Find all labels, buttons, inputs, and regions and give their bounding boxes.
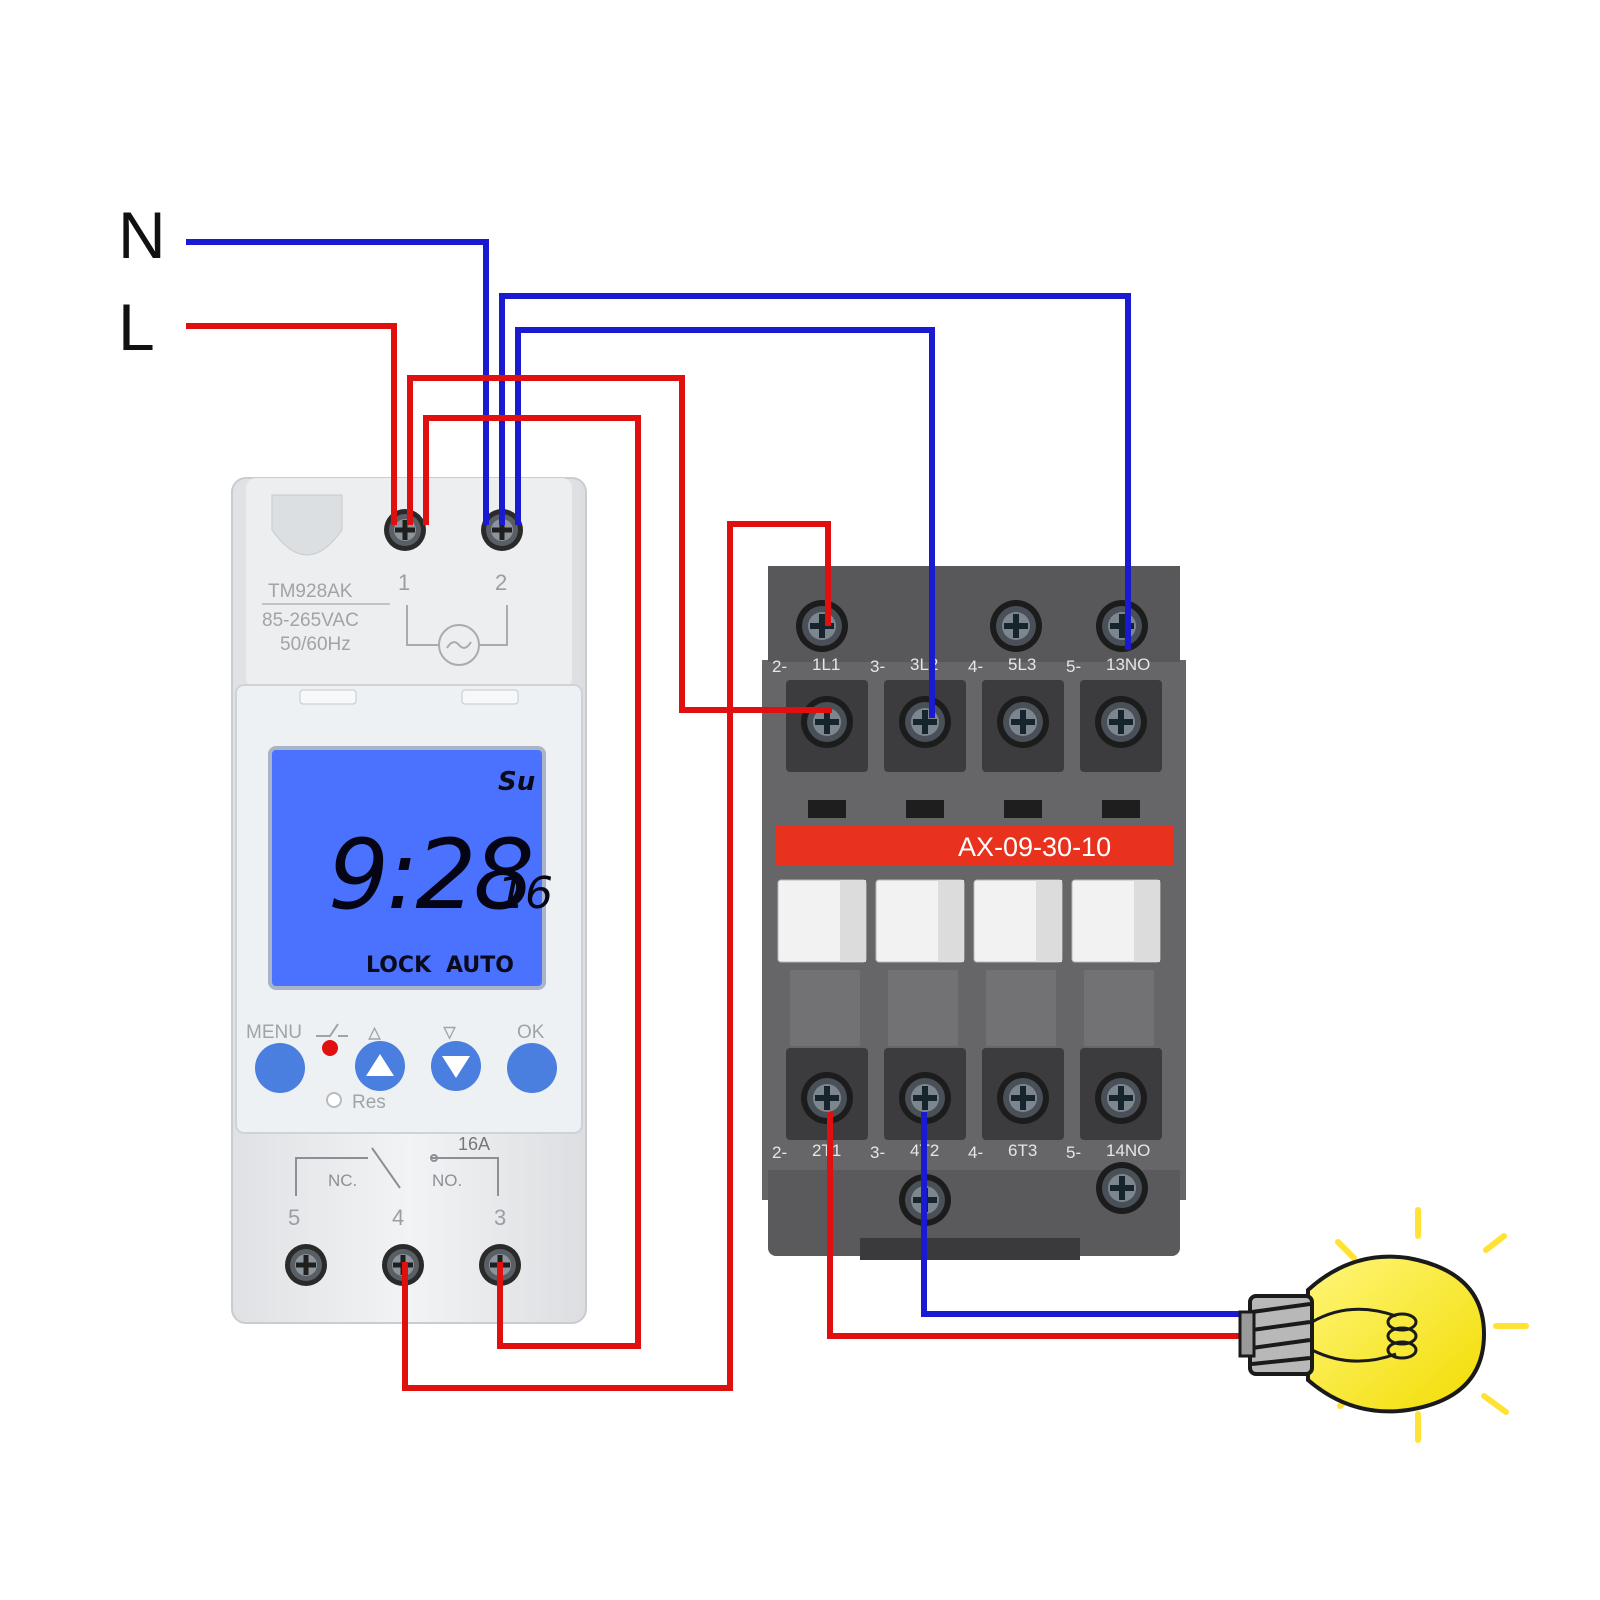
wires — [186, 239, 1242, 1391]
terminal-1L1-screw — [801, 696, 853, 748]
status-led — [322, 1040, 338, 1056]
up-button-label: ▵ — [368, 1016, 381, 1046]
timer-frequency: 50/60Hz — [280, 634, 351, 655]
terminal-14NO-screw — [1095, 1072, 1147, 1124]
timer-model: TM928AK — [268, 581, 353, 602]
2T1-to-load-wire — [827, 1112, 1242, 1339]
lcd-seconds: 16 — [497, 868, 553, 919]
lcd-display — [268, 746, 546, 990]
neutral-to-13NO-wire — [499, 293, 1131, 650]
neutral-label: N — [118, 198, 166, 272]
down-arrow-icon — [442, 1056, 470, 1078]
terminal-1-screw — [384, 509, 426, 551]
lcd-day: Su — [498, 767, 535, 797]
contactor-terminal-prefix: 5- — [1066, 1143, 1081, 1162]
menu-button-label: MENU — [246, 1022, 302, 1043]
terminal-1-label: 1 — [398, 570, 410, 595]
ok-button-label: OK — [517, 1022, 545, 1043]
neutral-to-3L2-wire — [515, 327, 935, 718]
up-arrow-icon — [366, 1054, 394, 1076]
lcd-mode-auto: AUTO — [446, 953, 514, 978]
contactor-terminal-prefix: 2- — [772, 657, 787, 676]
contactor-terminal-14NO: 14NO — [1106, 1141, 1150, 1160]
terminal-3L2-screw — [899, 696, 951, 748]
neutral-to-load-wire — [921, 1112, 1242, 1317]
contactor-terminal-prefix: 4- — [968, 1143, 983, 1162]
line-label: L — [118, 290, 155, 364]
light-bulb-icon — [1238, 1207, 1529, 1443]
terminal-6T3-screw — [997, 1072, 1049, 1124]
contactor-terminal-6T3: 6T3 — [1008, 1141, 1037, 1160]
neutral-supply-wire — [186, 239, 489, 525]
menu-button[interactable] — [255, 1043, 305, 1093]
nc-label: NC. — [328, 1171, 357, 1190]
ok-button[interactable] — [507, 1043, 557, 1093]
contactor-terminal-2T1: 2T1 — [812, 1141, 841, 1160]
contactor-model: AX-09-30-10 — [958, 832, 1111, 862]
line-to-relay-common-wire — [423, 415, 641, 1349]
line-supply-wire — [186, 323, 397, 525]
lcd-time: 9:28 — [328, 819, 532, 931]
down-button-label: ▿ — [443, 1016, 456, 1046]
contactor-terminal-prefix: 2- — [772, 1143, 787, 1162]
terminal-4-label: 4 — [392, 1205, 404, 1230]
reset-label: Res — [352, 1092, 386, 1113]
timer-voltage: 85-265VAC — [262, 610, 359, 631]
relay-to-coil-wire — [402, 521, 831, 1391]
contactor-terminal-prefix: 4- — [968, 657, 983, 676]
contactor-terminal-13NO: 13NO — [1106, 655, 1150, 674]
contactor-terminal-5L3: 5L3 — [1008, 655, 1036, 674]
terminal-13NO-screw — [1095, 696, 1147, 748]
contactor-terminal-1L1: 1L1 — [812, 655, 840, 674]
relay-rating: 16A — [458, 1134, 490, 1154]
reset-button[interactable] — [326, 1092, 342, 1108]
digital-timer-switch: 1 2 TM928AK 85-265VAC 50/60Hz Su 9:28 16… — [231, 477, 587, 1324]
terminal-5-label: 5 — [288, 1205, 300, 1230]
coil-symbol-icon — [438, 624, 480, 666]
terminal-5-screw — [285, 1244, 327, 1286]
contactor-terminal-prefix: 3- — [870, 1143, 885, 1162]
lcd-mode-lock: LOCK — [366, 953, 432, 978]
no-label: NO. — [432, 1171, 462, 1190]
terminal-3-label: 3 — [494, 1205, 506, 1230]
model-band — [776, 826, 1174, 866]
terminal-5L3-screw — [997, 696, 1049, 748]
contactor-terminal-prefix: 3- — [870, 657, 885, 676]
terminal-2-label: 2 — [495, 570, 507, 595]
contactor-terminal-prefix: 5- — [1066, 657, 1081, 676]
